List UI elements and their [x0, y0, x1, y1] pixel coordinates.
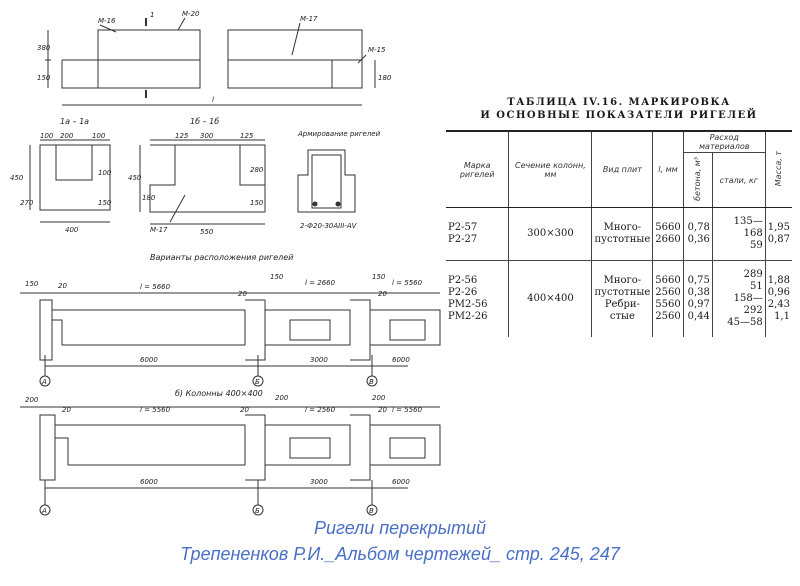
dim-200d: 200: [372, 394, 386, 402]
cell-steel: 289 51 158—292 45—58: [711, 260, 766, 337]
dim-20e: 20: [240, 406, 249, 414]
specs-table: ТАБЛИЦА IV.16. МАРКИРОВКА И ОСНОВНЫЕ ПОК…: [446, 96, 792, 337]
dim-l5660: l = 5660: [140, 283, 171, 291]
section-mark: 1: [150, 11, 154, 19]
dim-150d: 150: [25, 280, 39, 288]
dim-200c: 200: [275, 394, 289, 402]
dim-280: 280: [250, 166, 264, 174]
dim-150: 150: [37, 74, 51, 82]
dim-6000: 6000: [140, 356, 158, 364]
cell-mass: 1,88 0,96 2,43 1,1: [764, 260, 792, 337]
axis-v-2: В: [369, 507, 374, 515]
axis-b-2: Б: [255, 507, 260, 515]
label-m16: М-16: [98, 17, 116, 25]
caption-title: Ригели перекрытий: [314, 518, 486, 538]
dim-200b: 200: [25, 396, 39, 404]
cell-marks: Р2-57 Р2-27: [448, 222, 478, 245]
dim-150c: 150: [250, 199, 264, 207]
axis-a-2: А: [41, 507, 47, 515]
dim-300: 300: [200, 132, 214, 140]
dim-450b: 450: [128, 174, 142, 182]
dim-l5560b: l = 5560: [140, 406, 171, 414]
label-m17: М-17: [300, 15, 318, 23]
col-consumption: Расход материалов: [682, 131, 766, 153]
cell-slab: Много- пустотные Ребри- стые: [591, 260, 653, 337]
dim-3000: 3000: [310, 356, 328, 364]
col-length: l, мм: [652, 131, 684, 208]
dim-3000b: 3000: [310, 478, 328, 486]
variants-title: Варианты расположения ригелей: [150, 253, 293, 262]
dim-180: 180: [378, 74, 392, 82]
dim-l5560: l = 5560: [392, 279, 423, 287]
axis-b: Б: [255, 378, 260, 386]
dim-l2660: l = 2660: [305, 279, 336, 287]
table-title-1: ТАБЛИЦА IV.16. МАРКИРОВКА: [507, 97, 731, 108]
dim-150b: 150: [98, 199, 112, 207]
dim-20: 20: [58, 282, 67, 290]
dim-125b: 125: [240, 132, 254, 140]
dim-550: 550: [200, 228, 214, 236]
cell-slab: Много- пустотные: [591, 207, 653, 261]
dim-380: 380: [37, 44, 51, 52]
dim-180: 180: [142, 194, 156, 202]
cell-mass: 1,95 0,87: [764, 207, 792, 261]
dim-20d: 20: [62, 406, 71, 414]
dim-100c: 100: [98, 169, 112, 177]
label-m20: М-20: [182, 10, 200, 18]
cell-length: 5660 2660: [652, 207, 684, 261]
col-section: Сечение колонн, мм: [508, 131, 592, 208]
cell-steel: 135—168 59: [711, 207, 766, 261]
col-mark: Марка ригелей: [446, 131, 509, 208]
columns-400-title: б) Колонны 400×400: [175, 389, 263, 398]
section-1b-title: 1б – 1б: [190, 117, 219, 126]
dim-6000d: 6000: [392, 478, 410, 486]
axis-v: В: [369, 378, 374, 386]
table-title-2: И ОСНОВНЫЕ ПОКАЗАТЕЛИ РИГЕЛЕЙ: [480, 110, 758, 121]
section-1a-title: 1а – 1а: [60, 117, 89, 126]
dim-200: 200: [60, 132, 74, 140]
cell-section: 400×400: [508, 260, 592, 337]
dim-450: 450: [10, 174, 24, 182]
label-m17-section: М-17: [150, 226, 168, 234]
dim-270: 270: [20, 199, 34, 207]
col-steel: стали, кг: [711, 152, 766, 208]
dim-6000c: 6000: [140, 478, 158, 486]
dim-20c: 20: [378, 290, 387, 298]
col-mass: Масса, т: [774, 150, 784, 187]
dim-125a: 125: [175, 132, 189, 140]
dim-100b: 100: [92, 132, 106, 140]
cell-section: 300×300: [508, 207, 592, 261]
dim-100a: 100: [40, 132, 54, 140]
cell-marks: Р2-56 Р2-26 РМ2-56 РМ2-26: [448, 275, 488, 322]
reinforcement-title: Армирование ригелей: [297, 130, 381, 138]
dim-l2560: l = 2560: [305, 406, 336, 414]
rebar-spec: 2-Ф20-30АIII-АV: [300, 222, 358, 230]
col-slab: Вид плит: [591, 131, 653, 208]
cell-concrete: 0,78 0,36: [682, 207, 713, 261]
dim-l: l: [212, 96, 214, 104]
dim-l5560c: l = 5560: [392, 406, 423, 414]
dim-150e: 150: [270, 273, 284, 281]
dim-150f: 150: [372, 273, 386, 281]
axis-a: А: [41, 378, 47, 386]
cell-length: 5660 2560 5560 2560: [652, 260, 684, 337]
label-m15: М-15: [368, 46, 386, 54]
caption-source: Трепененков Р.И._Альбом чертежей_ стр. 2…: [180, 544, 620, 564]
data-table: Марка ригелей Сечение колонн, мм Вид пли…: [446, 130, 792, 337]
cell-concrete: 0,75 0,38 0,97 0,44: [682, 260, 713, 337]
dim-400: 400: [65, 226, 79, 234]
dim-20b: 20: [238, 290, 247, 298]
dim-20f: 20: [378, 406, 387, 414]
dim-6000b: 6000: [392, 356, 410, 364]
col-concrete: бетона, м³: [693, 157, 703, 201]
